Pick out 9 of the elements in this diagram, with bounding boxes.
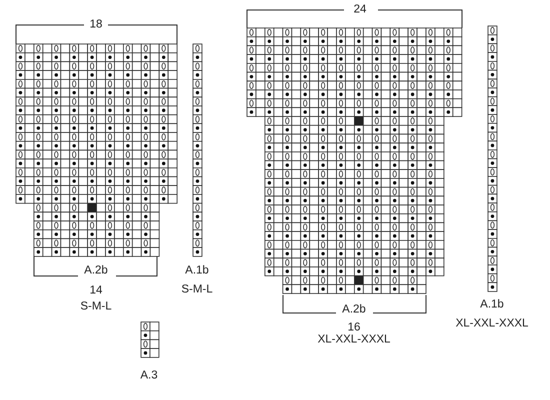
stitch-count: 18 xyxy=(88,19,104,31)
chart-label: A.2b xyxy=(341,304,367,316)
chart-label: A.1b xyxy=(184,265,210,277)
chart-label: A.1b xyxy=(479,299,505,311)
chart-label: A.2b xyxy=(83,265,109,277)
size-label: S-M-L xyxy=(180,284,214,296)
size-label: S-M-L xyxy=(79,301,113,313)
chart-label: A.3 xyxy=(139,370,159,382)
stitch-count: 16 xyxy=(346,322,362,334)
